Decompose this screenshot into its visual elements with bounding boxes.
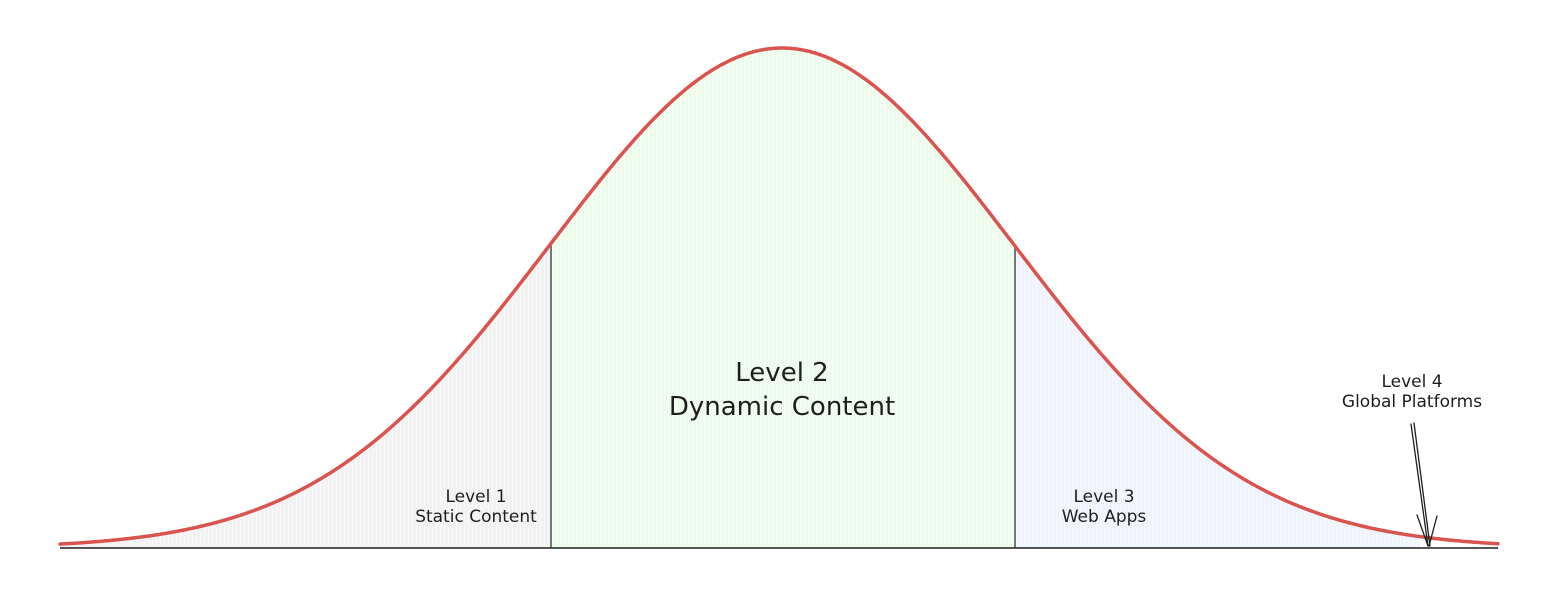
label-level2-title: Level 2 bbox=[735, 358, 829, 388]
label-level3-title: Level 3 bbox=[1073, 487, 1135, 507]
label-level1-subtitle: Static Content bbox=[415, 507, 537, 528]
label-level3: Level 3 Web Apps bbox=[1062, 487, 1147, 528]
arrow-head bbox=[1416, 514, 1429, 547]
region-level2-hatch bbox=[551, 48, 1015, 548]
label-level1-title: Level 1 bbox=[445, 487, 507, 507]
label-level4: Level 4 Global Platforms bbox=[1342, 372, 1482, 413]
label-level1: Level 1 Static Content bbox=[415, 487, 537, 528]
region-level3-hatch bbox=[1015, 246, 1420, 548]
label-level4-subtitle: Global Platforms bbox=[1341, 392, 1483, 413]
label-level2: Level 2 Dynamic Content bbox=[669, 357, 895, 425]
label-level2-subtitle: Dynamic Content bbox=[668, 391, 896, 422]
level4-pointer-arrow bbox=[1410, 422, 1438, 547]
arrow-shaft bbox=[1413, 422, 1431, 547]
label-level4-title: Level 4 bbox=[1381, 372, 1443, 392]
region-level1-hatch bbox=[60, 243, 551, 548]
label-level3-subtitle: Web Apps bbox=[1061, 507, 1147, 528]
bell-curve bbox=[58, 46, 1500, 546]
arrow-head bbox=[1428, 515, 1438, 547]
arrow-shaft bbox=[1410, 423, 1429, 547]
